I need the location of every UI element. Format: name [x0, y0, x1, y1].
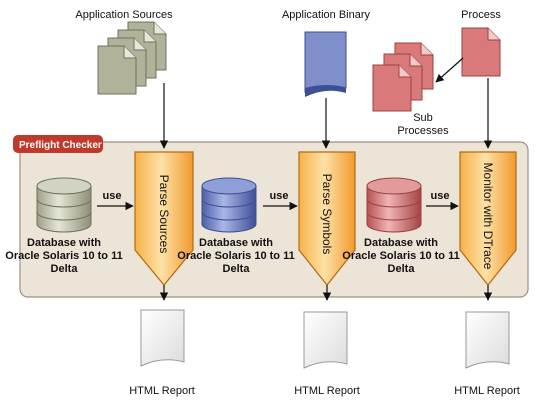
db-caption-1-line3: Delta	[51, 263, 79, 275]
label-application-binary: Application Binary	[282, 9, 371, 21]
stage-3-label: Monitor with DTrace	[481, 163, 495, 270]
database-dtrace-icon	[366, 177, 422, 233]
db-caption-2-line2: Oracle Solaris 10 to 11	[177, 250, 294, 262]
funnel-monitor-dtrace: Monitor with DTrace	[459, 151, 517, 286]
db-caption-3-line1: Database with	[364, 237, 438, 249]
db-caption-3-line3: Delta	[388, 263, 416, 275]
use-label-2: use	[270, 190, 289, 202]
process-spawn-arrow	[435, 57, 464, 83]
checker-badge: Preflight Checker	[13, 135, 103, 153]
checker-panel	[19, 141, 529, 298]
use-label-3: use	[431, 190, 450, 202]
report-label-2: HTML Report	[294, 385, 360, 397]
funnel-parse-sources: Parse Sources	[134, 151, 194, 286]
report-label-1: HTML Report	[129, 385, 195, 397]
html-report-3-icon	[465, 311, 510, 369]
stage-2-label: Parse Symbols	[320, 174, 334, 255]
label-process: Process	[461, 9, 501, 21]
db-caption-1: Database with Oracle Solaris 10 to 11 De…	[5, 237, 122, 275]
db-caption-1-line2: Oracle Solaris 10 to 11	[5, 250, 122, 262]
db-caption-2-line1: Database with	[199, 237, 273, 249]
report-label-3: HTML Report	[454, 385, 520, 397]
label-application-sources: Application Sources	[75, 9, 173, 21]
db-caption-2: Database with Oracle Solaris 10 to 11 De…	[177, 237, 294, 275]
db-caption-1-line1: Database with	[27, 237, 101, 249]
process-document-icon	[461, 27, 501, 77]
stage-1-label: Parse Sources	[157, 175, 171, 254]
html-report-2-icon	[303, 311, 348, 369]
database-symbols-icon	[201, 177, 257, 233]
binary-document-icon	[304, 31, 347, 97]
label-sub: Sub	[413, 112, 433, 124]
db-caption-3-line2: Oracle Solaris 10 to 11	[342, 250, 459, 262]
sub-process-documents-icon	[372, 42, 434, 112]
database-sources-icon	[36, 177, 92, 233]
db-caption-2-line3: Delta	[223, 263, 251, 275]
source-documents-icon	[97, 21, 167, 95]
funnel-parse-symbols: Parse Symbols	[298, 151, 356, 286]
checker-title: Preflight Checker	[19, 140, 102, 151]
label-processes: Processes	[397, 125, 449, 137]
use-label-1: use	[103, 190, 122, 202]
db-caption-3: Database with Oracle Solaris 10 to 11 De…	[342, 237, 459, 275]
html-report-1-icon	[140, 309, 185, 367]
